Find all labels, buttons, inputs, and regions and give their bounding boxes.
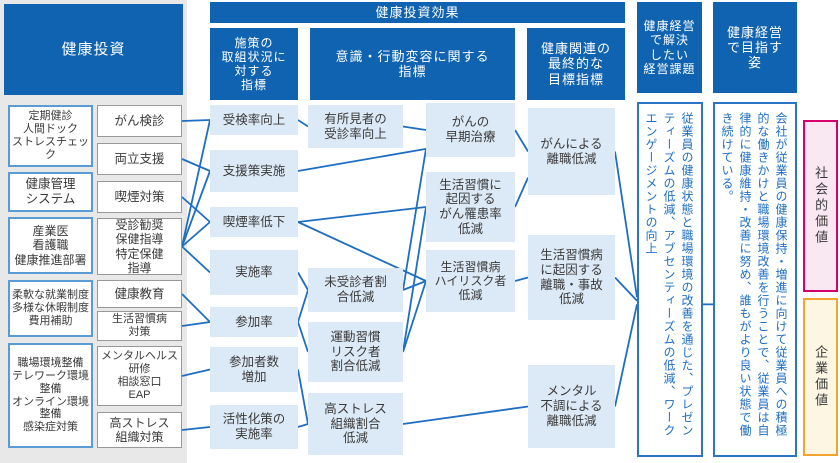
edge-kpi-support-implemented-mid-cancer-early-treatment	[297, 148, 427, 172]
edge-measure-cancer-screening-kpi-exam-rate-up	[181, 119, 211, 122]
kpi-exam-rate-up: 受検率向上	[210, 105, 298, 135]
value-corporate: 企業価値	[803, 298, 838, 456]
kpi-implementation-rate: 実施率	[210, 250, 298, 295]
kpi-smoking-rate-down: 喫煙率低下	[210, 207, 298, 237]
edge-behavior-unexamined-down-mid-cancer-early-treatment	[402, 148, 427, 291]
edge-kpi-smoking-rate-down-mid-cancer-incidence-down	[297, 206, 427, 223]
header-investment-effect-bar: 健康投資効果	[210, 2, 625, 23]
edge-measure-high-stress-org-kpi-activation-rate	[181, 426, 211, 431]
header-investment: 健康投資	[4, 4, 183, 95]
invest-occupational-staff: 産業医 看護職 健康推進部署	[8, 217, 93, 274]
edge-kpi-smoking-rate-down-mid-lifestyle-highrisk-down	[297, 221, 427, 282]
edge-measure-guidance-kpi-implementation-rate	[181, 245, 211, 274]
edge-measure-guidance-kpi-support-implemented	[181, 170, 211, 247]
edge-kpi-activation-rate-behavior-high-stress-down	[297, 423, 309, 428]
edge-behavior-exercise-risk-down-mid-cancer-incidence-down	[402, 206, 427, 353]
measure-mental-training: メンタルヘルス 研修 相談窓口 EAP	[97, 346, 182, 406]
measure-high-stress-org: 高ストレス 組織対策	[97, 412, 182, 448]
invest-checkup: 定期健診 人間ドック ストレスチェック	[8, 105, 93, 167]
header-implementation-indicators: 施策の 取組状況に 対する 指標	[210, 28, 298, 100]
edge-kpi-participation-rate-behavior-exercise-risk-down	[297, 321, 309, 353]
edge-kpi-exam-rate-up-behavior-findings-consult-up	[297, 119, 309, 128]
edge-kpi-implementation-rate-behavior-unexamined-down	[297, 272, 309, 291]
edge-mid-lifestyle-highrisk-down-final-lifestyle-turnover-down	[514, 276, 529, 282]
panel-management-issues: 従業員の健康状態と職場環境の改善を通じた、プレゼンティーズムの低減、アブセンティ…	[637, 102, 703, 457]
edge-kpi-participation-rate-behavior-unexamined-down	[297, 289, 309, 323]
edge-final-lifestyle-turnover-down-panel-management-issues	[614, 276, 638, 302]
panel-target-state: 会社が従業員の健康保持・増進に向けて従業員への積極的な働きかけと職場環境改善を行…	[713, 102, 797, 457]
kpi-participants-up: 参加者数 増加	[210, 347, 298, 392]
edge-mid-cancer-early-treatment-final-cancer-turnover-down	[514, 129, 529, 152]
edge-mid-cancer-incidence-down-final-cancer-turnover-down	[514, 177, 529, 208]
measure-guidance: 受診勧奨 保健指導 特定保健 指導	[97, 218, 182, 275]
edge-kpi-participants-up-behavior-high-stress-down	[297, 369, 309, 425]
final-lifestyle-turnover-down: 生活習慣病 に起因する 離職・事故 低減	[528, 235, 615, 320]
header-management-issues: 健康経営 で解決 したい 経営課題	[637, 2, 702, 93]
edge-measure-balance-support-kpi-support-implemented	[181, 158, 211, 172]
edge-measure-mental-training-kpi-participants-up	[181, 368, 211, 377]
measure-smoking: 喫煙対策	[97, 181, 182, 213]
measure-cancer-screening: がん検診	[97, 105, 182, 137]
header-final-target-indicators: 健康関連の 最終的な 目標指標	[527, 28, 625, 100]
mid-cancer-incidence-down: 生活習慣に 起因する がん罹患率 低減	[426, 172, 515, 242]
invest-workplace-env: 職場環境整備 テレワーク環境 整備 オンライン環境 整備 感染症対策	[8, 343, 93, 448]
mid-lifestyle-highrisk-down: 生活習慣病 ハイリスク者 低減	[426, 250, 515, 312]
measure-lifestyle-disease: 生活習慣病 対策	[97, 311, 182, 341]
invest-flexible-work: 柔軟な就業制度 多様な休暇制度 費用補助	[8, 280, 93, 337]
mid-cancer-early-treatment: がんの 早期治療	[426, 103, 515, 157]
edge-measure-guidance-kpi-smoking-rate-down	[181, 221, 211, 248]
invest-health-system: 健康管理 システム	[8, 172, 93, 212]
edge-final-cancer-turnover-down-panel-management-issues	[614, 151, 638, 298]
behavior-exercise-risk-down: 運動習慣 リスク者 割合低減	[308, 322, 403, 382]
edge-measure-guidance-kpi-exam-rate-up	[181, 119, 211, 247]
edge-behavior-unexamined-down-mid-lifestyle-highrisk-down	[402, 280, 427, 291]
final-mental-turnover-down: メンタル 不調による 離職低減	[528, 365, 615, 448]
edge-behavior-exercise-risk-down-mid-lifestyle-highrisk-down	[402, 280, 427, 353]
behavior-unexamined-down: 未受診者割 合低減	[308, 268, 403, 312]
kpi-participation-rate: 参加率	[210, 307, 298, 337]
measure-balance-support: 両立支援	[97, 143, 182, 175]
final-cancer-turnover-down: がんによる 離職低減	[528, 108, 615, 195]
edge-measure-health-education-kpi-participation-rate	[181, 293, 211, 323]
header-behavior-indicators: 意識・行動変容に関する 指標	[310, 28, 515, 100]
edge-final-mental-turnover-down-panel-management-issues	[614, 304, 638, 407]
kpi-activation-rate: 活性化策の 実施率	[210, 405, 298, 449]
behavior-findings-consult-up: 有所見者の 受診率向上	[308, 105, 403, 148]
header-target-state: 健康経営 で目指す 姿	[713, 2, 797, 93]
value-social: 社会的価値	[803, 120, 838, 292]
kpi-support-implemented: 支援策実施	[210, 150, 298, 192]
measure-health-education: 健康教育	[97, 280, 182, 308]
edge-behavior-high-stress-down-final-mental-turnover-down	[402, 405, 529, 425]
edge-behavior-findings-consult-up-mid-cancer-early-treatment	[402, 125, 427, 131]
edge-measure-lifestyle-disease-kpi-participation-rate	[181, 321, 211, 327]
behavior-high-stress-down: 高ストレス 組織割合 低減	[308, 393, 403, 455]
